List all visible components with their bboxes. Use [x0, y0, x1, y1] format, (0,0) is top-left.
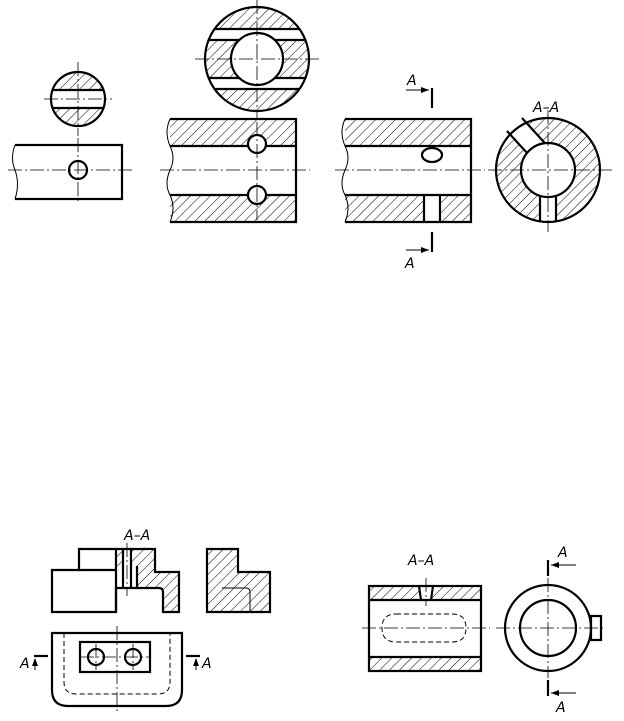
bracket-plan-view	[50, 626, 184, 712]
figure-tube-section-aa: A A A–A	[335, 73, 612, 272]
figure-tube-slot: A–A A A	[362, 545, 606, 716]
tube-side-view	[335, 117, 485, 224]
shaft-view	[8, 138, 132, 202]
section-circle-small	[44, 62, 112, 136]
cutting-plane-bottom: A	[404, 232, 434, 272]
section-label-aa-bottom-right: A–A	[407, 553, 434, 569]
figure-tube-two-holes	[160, 0, 320, 224]
tube-section-view	[160, 117, 310, 224]
bracket-front-half-section	[50, 543, 181, 614]
section-aa-ring: A–A	[488, 100, 612, 232]
cut-label-a-upper: A	[406, 73, 417, 89]
figure-shaft-hole	[8, 62, 132, 202]
bracket-cutting-plane: A A	[19, 654, 212, 672]
section-label-aa-top: A–A	[532, 100, 559, 116]
cut-label-a-lower: A	[404, 256, 415, 272]
figure-bracket: A–A	[19, 528, 272, 712]
section-circle-large	[195, 0, 320, 120]
cut-label-a-right: A	[201, 656, 212, 672]
bracket-side-view	[205, 547, 272, 614]
cut-label-a-right-lower: A	[555, 700, 566, 716]
tube-slot-cutting-plane: A A	[546, 545, 576, 716]
tube-slot-end-view	[496, 578, 606, 678]
tube-slot-section	[362, 578, 490, 673]
cut-label-a-right-upper: A	[557, 545, 568, 561]
cutting-plane-top: A	[406, 73, 434, 108]
cut-label-a-left: A	[19, 656, 30, 672]
section-label-aa-bottom-left: A–A	[123, 528, 150, 544]
